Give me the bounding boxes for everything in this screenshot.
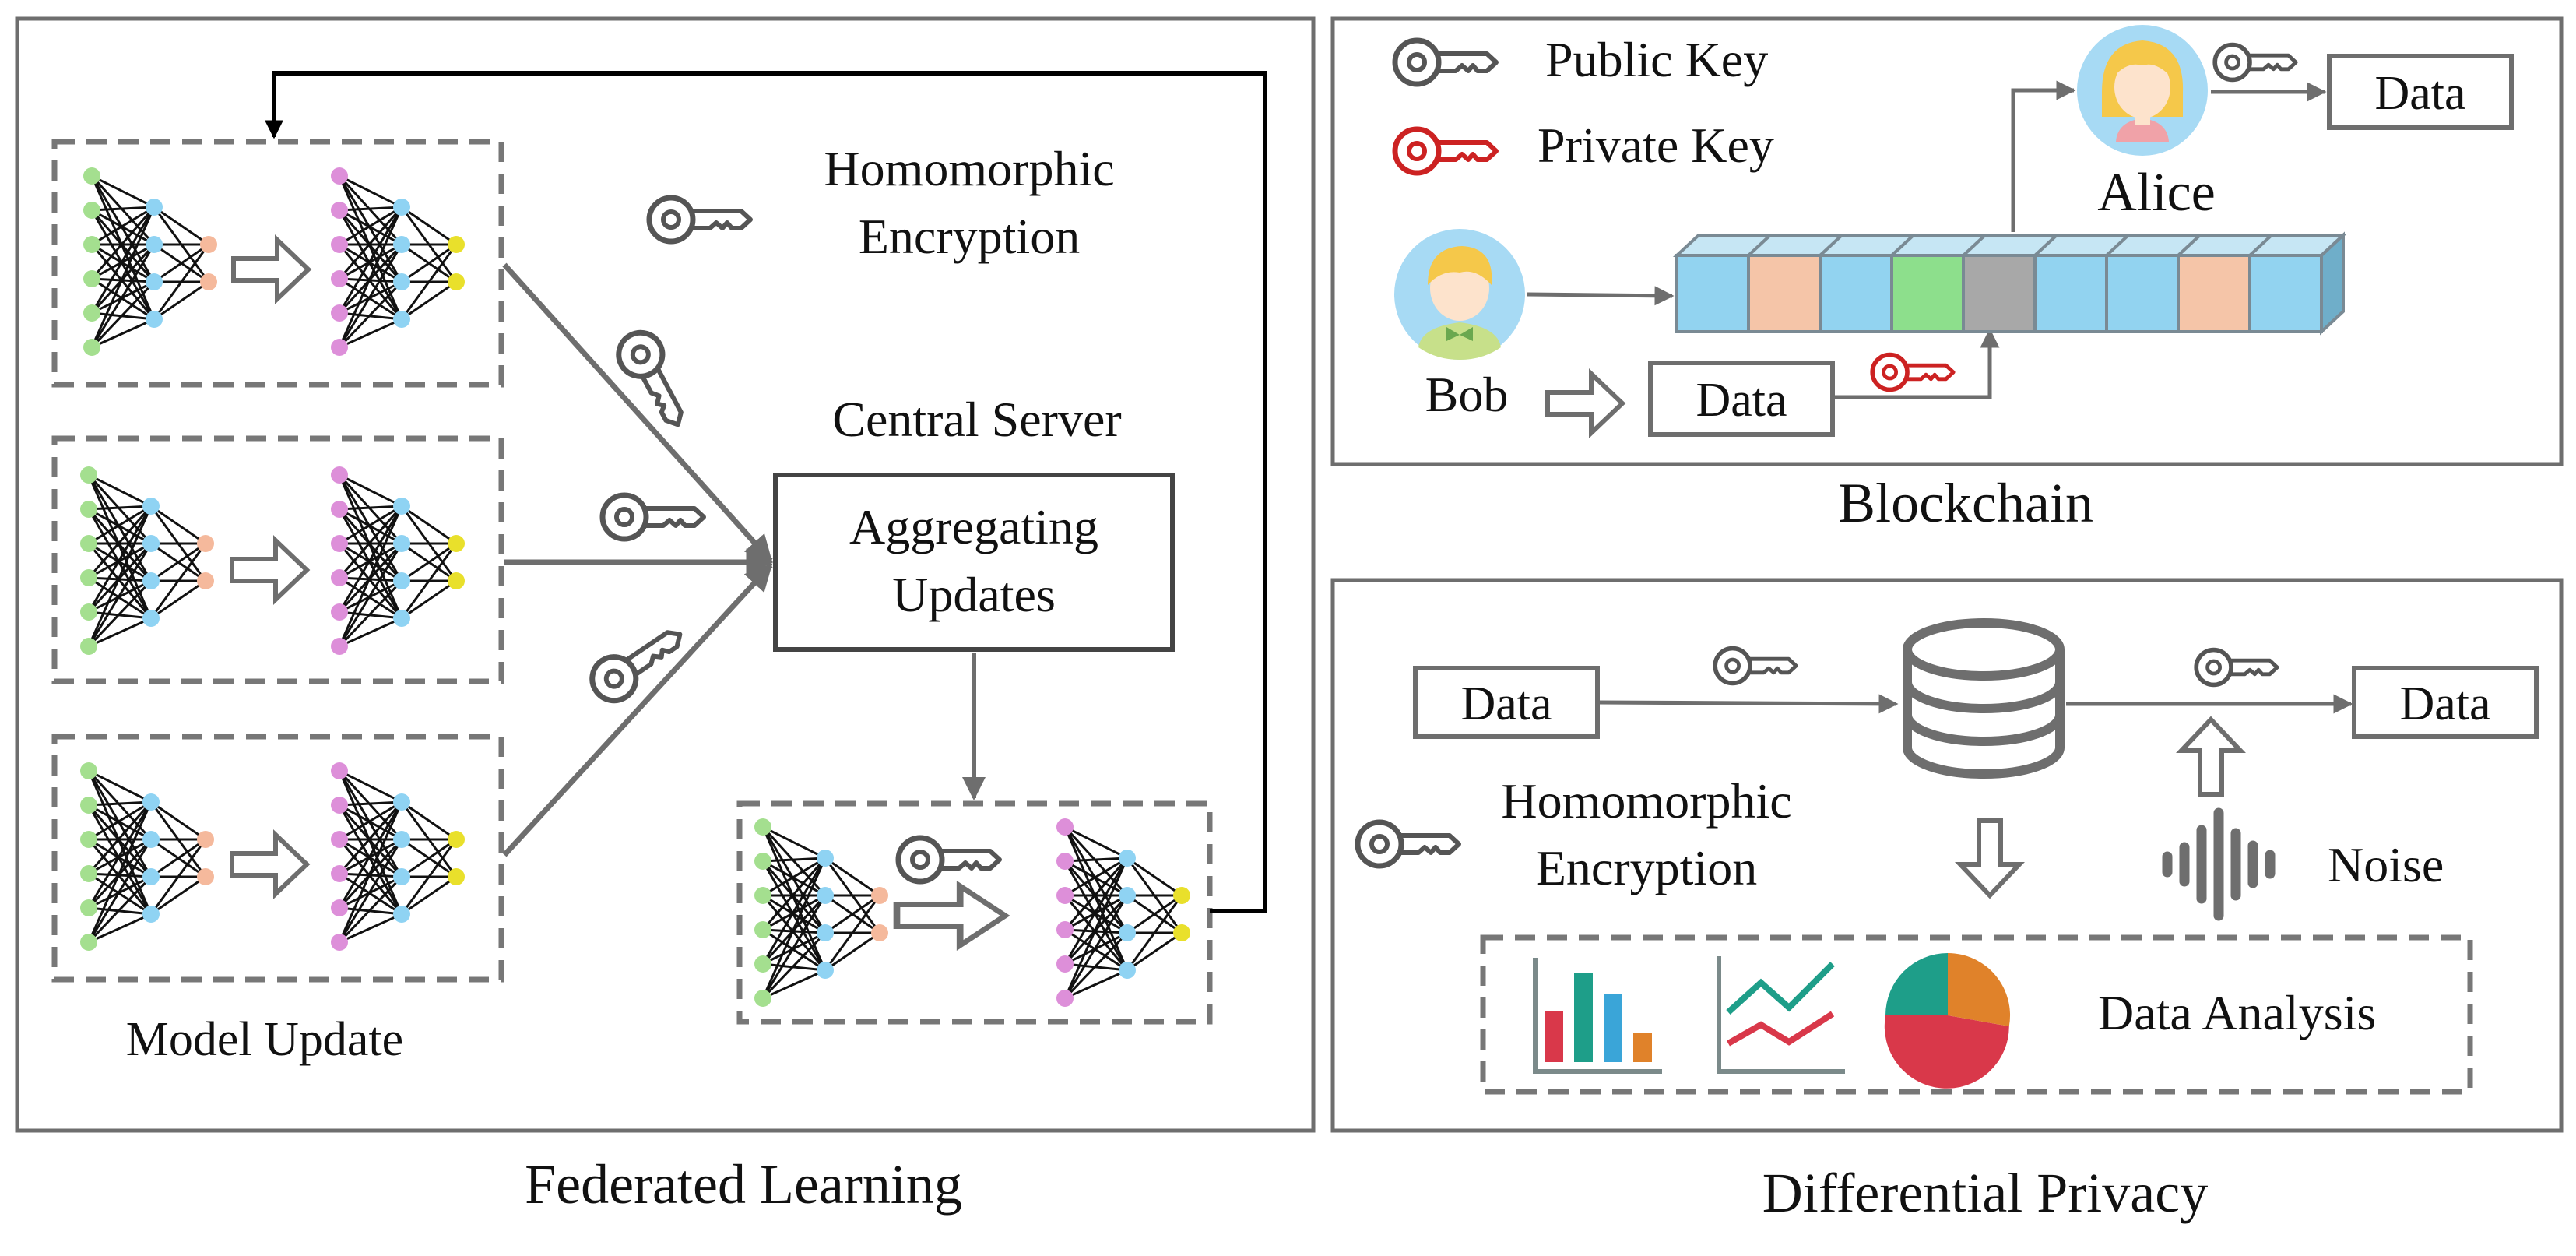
blockchain-caption: Blockchain xyxy=(1838,472,2093,534)
public-key-icon xyxy=(2215,45,2296,80)
model-update-arrow xyxy=(232,835,307,894)
feedback-loop-arrow xyxy=(265,71,1267,913)
client-model-1 xyxy=(51,139,504,388)
public-key-icon xyxy=(1358,822,1459,866)
data-to-chain-arrow xyxy=(1833,328,2000,399)
noise-up-arrow xyxy=(2181,719,2240,794)
noise-label: Noise xyxy=(2328,837,2444,892)
legend-public-key: Public Key xyxy=(1545,32,1768,87)
bob-to-chain-arrow xyxy=(1527,286,1675,306)
alice-label: Alice xyxy=(2097,163,2216,223)
data-analysis-label: Data Analysis xyxy=(2098,985,2376,1040)
public-key-icon xyxy=(584,616,692,709)
public-key-icon xyxy=(1715,649,1796,684)
public-key-icon xyxy=(898,838,1000,881)
client-model-3 xyxy=(51,734,504,983)
federated-learning-caption: Federated Learning xyxy=(525,1153,962,1216)
database-icon xyxy=(1903,618,2065,779)
chain-to-alice-arrow xyxy=(2011,80,2076,232)
analysis-down-arrow xyxy=(1960,821,2019,895)
aggregating-line2: Updates xyxy=(892,567,1056,622)
model-update-arrow xyxy=(234,240,308,299)
dp-he-line1: Homomorphic xyxy=(1501,773,1791,829)
client-3-to-server-arrow xyxy=(502,563,773,857)
alice-avatar xyxy=(2077,25,2208,156)
public-key-icon xyxy=(1395,40,1496,84)
client-model-2 xyxy=(51,435,504,684)
dp-he-line2: Encryption xyxy=(1536,840,1757,895)
legend-private-key: Private Key xyxy=(1538,118,1774,173)
noise-waveform-icon xyxy=(2162,807,2276,921)
bob-data-label: Data xyxy=(1696,374,1787,427)
dp-data-out-label: Data xyxy=(2399,677,2490,730)
federated-learning-panel xyxy=(15,16,1316,1133)
bob-label: Bob xyxy=(1425,367,1509,422)
pie-chart-icon xyxy=(1884,953,2011,1089)
global-model xyxy=(736,800,1213,1025)
dp-data-out-box xyxy=(2352,666,2539,739)
public-key-icon xyxy=(2196,650,2277,685)
client-1-to-server-arrow xyxy=(502,262,773,563)
dp-data-in-label: Data xyxy=(1460,677,1552,730)
differential-privacy-caption: Differential Privacy xyxy=(1762,1162,2208,1224)
public-key-icon xyxy=(611,325,697,434)
central-server-label: Central Server xyxy=(832,392,1121,447)
alice-data-box xyxy=(2327,54,2514,130)
alice-data-label: Data xyxy=(2374,67,2465,120)
data-analysis-box xyxy=(1480,934,2473,1095)
public-key-icon xyxy=(649,198,750,241)
line-chart-icon xyxy=(1717,956,1845,1074)
bob-data-arrow xyxy=(1548,374,1622,433)
blockchain-panel xyxy=(1330,16,2564,466)
model-update-arrow xyxy=(232,540,307,600)
aggregating-updates-box xyxy=(773,473,1175,652)
legend: Public Key Private Key xyxy=(1395,32,1774,173)
bar-chart-icon xyxy=(1533,958,1662,1074)
model-update-label: Model Update xyxy=(126,1013,403,1066)
aggregating-line1: Aggregating xyxy=(849,499,1098,554)
fl-he-label-line2: Encryption xyxy=(859,209,1080,264)
blockchain-chain xyxy=(1672,231,2348,336)
bob-avatar xyxy=(1394,229,1525,360)
fl-he-label-line1: Homomorphic xyxy=(824,141,1114,196)
private-key-icon xyxy=(1872,355,1953,390)
public-key-icon xyxy=(603,495,704,539)
data-to-database-arrow xyxy=(1597,694,1899,714)
private-key-icon xyxy=(1395,129,1496,173)
differential-privacy-panel xyxy=(1330,578,2564,1133)
